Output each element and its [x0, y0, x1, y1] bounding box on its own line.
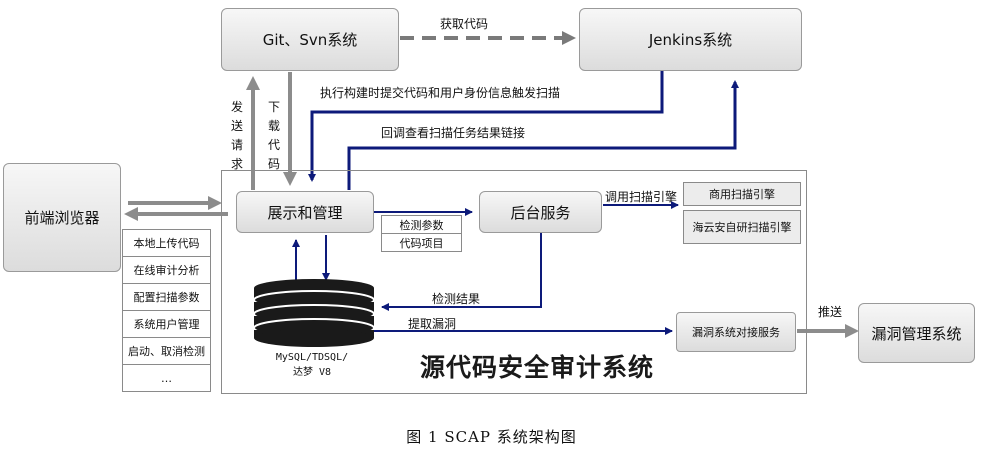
figure-caption: 图 1 SCAP 系统架构图: [406, 428, 577, 446]
label-detect-result: 检测结果: [432, 292, 481, 306]
label-call-engine: 调用扫描引擎: [605, 190, 678, 204]
backend-service-node: 后台服务: [479, 191, 602, 233]
commercial-engine-node: 商用扫描引擎: [683, 182, 801, 206]
database-label: MySQL/TDSQL/ 达梦 V8: [275, 352, 349, 378]
haiyun-engine-node: 海云安自研扫描引擎: [683, 210, 801, 244]
vuln-connector-node: 漏洞系统对接服务: [676, 312, 796, 352]
list-item: 配置扫描参数: [122, 283, 211, 311]
label-download-code: 下 载 代 码: [267, 100, 280, 171]
database-icon: [253, 279, 375, 347]
display-management-node: 展示和管理: [236, 191, 374, 233]
git-svn-node: Git、Svn系统: [221, 8, 399, 71]
system-boundary: [221, 170, 807, 394]
list-item: 在线审计分析: [122, 256, 211, 284]
vuln-mgmt-node: 漏洞管理系统: [858, 303, 975, 363]
list-item: 本地上传代码: [122, 229, 211, 257]
edge-callback: [347, 80, 739, 190]
list-item: …: [122, 364, 211, 392]
list-item: 系统用户管理: [122, 310, 211, 338]
label-fetch-vuln: 提取漏洞: [408, 317, 457, 331]
list-item: 启动、取消检测: [122, 337, 211, 365]
system-title: 源代码安全审计系统: [420, 353, 655, 382]
param-item: 检测参数: [381, 215, 462, 234]
browser-feature-list: 本地上传代码 在线审计分析 配置扫描参数 系统用户管理 启动、取消检测 …: [122, 229, 211, 392]
jenkins-node: Jenkins系统: [579, 8, 802, 71]
browser-node: 前端浏览器: [3, 163, 121, 272]
label-trigger-scan: 执行构建时提交代码和用户身份信息触发扫描: [320, 86, 561, 100]
edge-detect-result: [381, 232, 542, 311]
param-item: 代码项目: [381, 233, 462, 252]
label-send-request: 发 送 请 求: [230, 100, 243, 171]
edge-trigger-scan: [308, 71, 664, 182]
label-callback: 回调查看扫描任务结果链接: [381, 126, 526, 140]
label-fetch-code: 获取代码: [440, 17, 489, 31]
label-push: 推送: [818, 305, 843, 319]
